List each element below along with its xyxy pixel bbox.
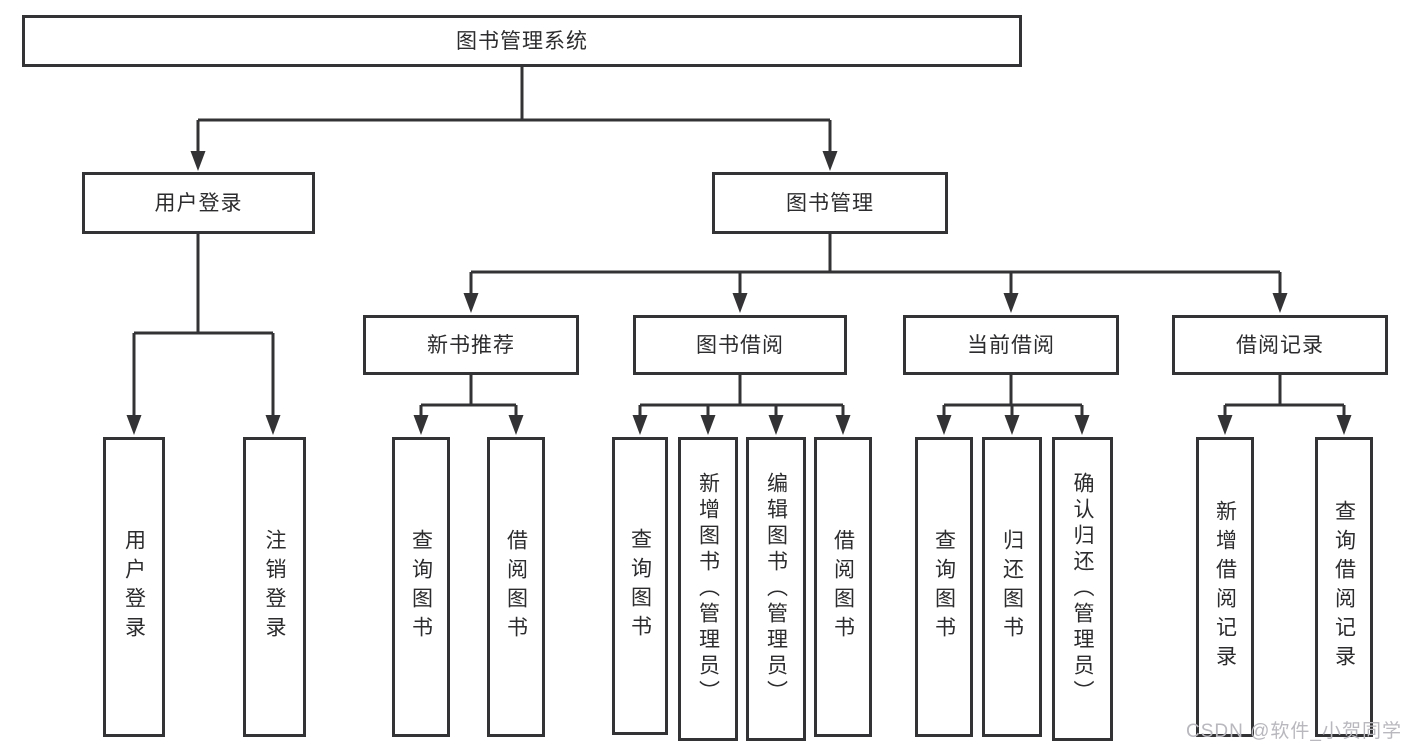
node-leaf-edit-books-admin: 编辑图书（管理员）: [746, 437, 806, 741]
node-label: 当前借阅: [967, 333, 1055, 357]
arrow-down-icon: [632, 415, 648, 435]
node-label: 查询借阅记录: [1332, 500, 1356, 674]
node-label: 图书借阅: [696, 333, 784, 357]
node-leaf-query-borrow-record: 查询借阅记录: [1315, 437, 1373, 737]
arrow-down-icon: [463, 293, 479, 313]
node-label: 查询图书: [628, 528, 652, 644]
node-label: 注销登录: [263, 529, 286, 645]
arrow-down-icon: [1074, 415, 1090, 435]
node-label: 查询图书: [409, 529, 433, 645]
node-label: 用户登录: [154, 191, 243, 215]
arrow-down-icon: [190, 151, 206, 171]
node-label: 借阅记录: [1236, 333, 1324, 357]
arrow-down-icon: [700, 415, 716, 435]
node-label: 图书管理系统: [456, 29, 588, 53]
arrow-down-icon: [1217, 415, 1233, 435]
node-user-login: 用户登录: [82, 172, 315, 234]
node-new-book-recommend: 新书推荐: [363, 315, 579, 375]
node-label: 新书推荐: [427, 333, 515, 357]
connector-current-borrow-children: [936, 375, 1090, 435]
arrow-down-icon: [768, 415, 784, 435]
node-label: 新增借阅记录: [1213, 500, 1237, 674]
arrow-down-icon: [732, 293, 748, 313]
node-current-borrowing: 当前借阅: [903, 315, 1119, 375]
node-leaf-logout: 注销登录: [243, 437, 306, 737]
node-leaf-query-books-1: 查询图书: [392, 437, 450, 737]
node-leaf-user-login: 用户登录: [103, 437, 165, 737]
node-label: 用户登录: [122, 529, 146, 645]
node-label: 新增图书（管理员）: [696, 472, 720, 706]
node-leaf-query-books-2: 查询图书: [612, 437, 668, 735]
node-leaf-add-borrow-record: 新增借阅记录: [1196, 437, 1254, 737]
node-label: 图书管理: [786, 191, 874, 215]
node-leaf-return-books: 归还图书: [982, 437, 1042, 737]
arrow-down-icon: [1004, 415, 1020, 435]
arrow-down-icon: [822, 151, 838, 171]
node-label: 查询图书: [932, 529, 956, 645]
arrow-down-icon: [1336, 415, 1352, 435]
connector-root-to-level2: [190, 67, 838, 171]
arrow-down-icon: [265, 415, 281, 435]
node-leaf-borrow-books-1: 借阅图书: [487, 437, 545, 737]
arrow-down-icon: [1272, 293, 1288, 313]
arrow-down-icon: [508, 415, 524, 435]
arrow-down-icon: [936, 415, 952, 435]
connector-user-login-children: [126, 234, 281, 435]
csdn-watermark: CSDN @软件_小贺同学: [1186, 721, 1402, 742]
node-book-borrowing: 图书借阅: [633, 315, 847, 375]
arrow-down-icon: [126, 415, 142, 435]
node-book-management: 图书管理: [712, 172, 948, 234]
node-label: 编辑图书（管理员）: [764, 472, 788, 706]
node-label: 借阅图书: [504, 529, 528, 645]
arrow-down-icon: [1003, 293, 1019, 313]
node-leaf-borrow-books-2: 借阅图书: [814, 437, 872, 737]
connector-book-management-children: [463, 234, 1288, 313]
arrow-down-icon: [413, 415, 429, 435]
node-leaf-confirm-return-admin: 确认归还（管理员）: [1052, 437, 1113, 741]
connector-borrow-records-children: [1217, 375, 1352, 435]
node-label: 确认归还（管理员）: [1071, 472, 1094, 706]
node-label: 借阅图书: [831, 529, 855, 645]
arrow-down-icon: [835, 415, 851, 435]
node-root-system: 图书管理系统: [22, 15, 1022, 67]
node-leaf-add-books-admin: 新增图书（管理员）: [678, 437, 738, 741]
connector-new-book-children: [413, 375, 524, 435]
node-label: 归还图书: [1000, 529, 1024, 645]
node-leaf-query-books-3: 查询图书: [915, 437, 973, 737]
connector-book-borrow-children: [632, 375, 851, 435]
node-borrowing-records: 借阅记录: [1172, 315, 1388, 375]
